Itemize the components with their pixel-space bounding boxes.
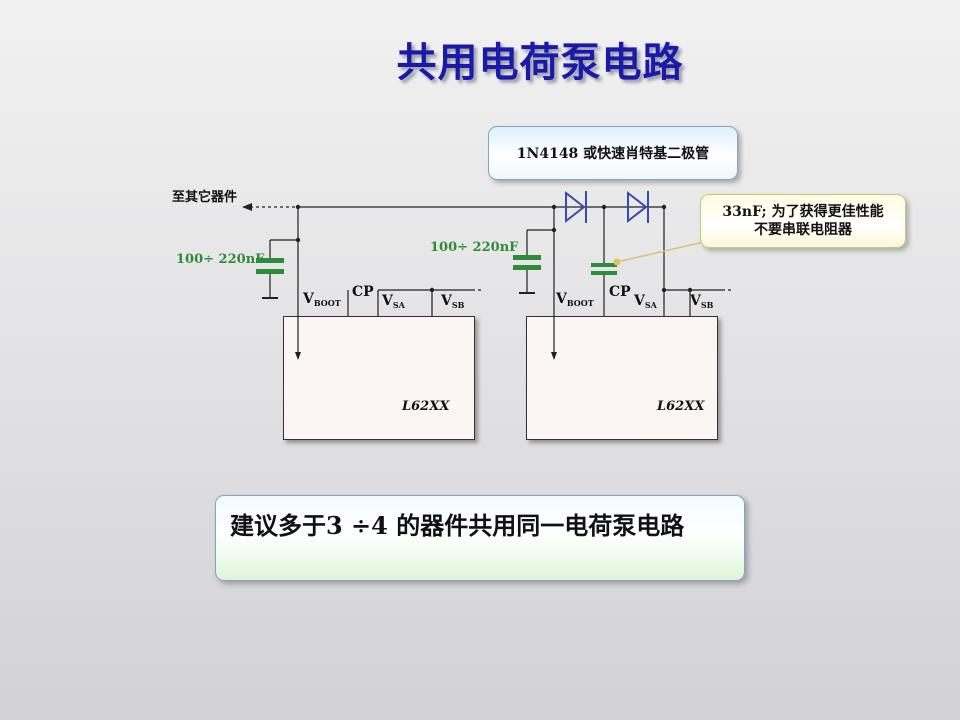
left-vboot-arrow xyxy=(295,352,301,360)
output-arrow xyxy=(242,203,252,211)
capacitor-callout-line2: 不要串联电阻器 xyxy=(754,222,852,238)
chip-right-label: L62XX xyxy=(657,399,705,414)
right-capacitor-bulk xyxy=(513,255,541,270)
page-title: 共用电荷泵电路 xyxy=(396,40,684,86)
diode-callout: 1N4148 或快速肖特基二极管 xyxy=(488,126,738,180)
capacitor-callout: 33nF; 为了获得更佳性能 不要串联电阻器 xyxy=(700,194,906,248)
left-capacitor xyxy=(256,258,284,274)
diode-1 xyxy=(565,190,587,224)
diode-2 xyxy=(627,190,649,224)
left-pin-cp: CP xyxy=(352,284,374,300)
pump-capacitor xyxy=(591,263,617,275)
left-pin-vsa: VSA xyxy=(382,293,405,310)
right-pin-vsb: VSB xyxy=(690,293,714,310)
right-vboot-arrow xyxy=(551,352,557,360)
right-pin-vboot: VBOOT xyxy=(556,291,594,308)
capacitor-callout-line1: 33nF; 为了获得更佳性能 xyxy=(722,204,884,220)
chip-right: L62XX xyxy=(526,316,718,440)
recommendation-box: 建议多于3 ÷4 的器件共用同一电荷泵电路 xyxy=(215,495,745,581)
left-pin-vboot: VBOOT xyxy=(303,291,341,308)
chip-left-label: L62XX xyxy=(402,399,450,414)
left-cap-label: 100÷ 220nF xyxy=(176,252,265,267)
left-pin-vsb: VSB xyxy=(441,293,465,310)
diode-callout-text: 1N4148 或快速肖特基二极管 xyxy=(516,146,710,162)
callout-pointer xyxy=(616,239,713,263)
chip-left: L62XX xyxy=(283,316,475,440)
right-pin-vsa: VSA xyxy=(634,293,657,310)
to-other-devices-label: 至其它器件 xyxy=(172,190,238,205)
recommendation-text: 建议多于3 ÷4 的器件共用同一电荷泵电路 xyxy=(230,511,685,540)
right-pin-cp: CP xyxy=(609,284,631,300)
right-cap-label: 100÷ 220nF xyxy=(430,240,519,255)
